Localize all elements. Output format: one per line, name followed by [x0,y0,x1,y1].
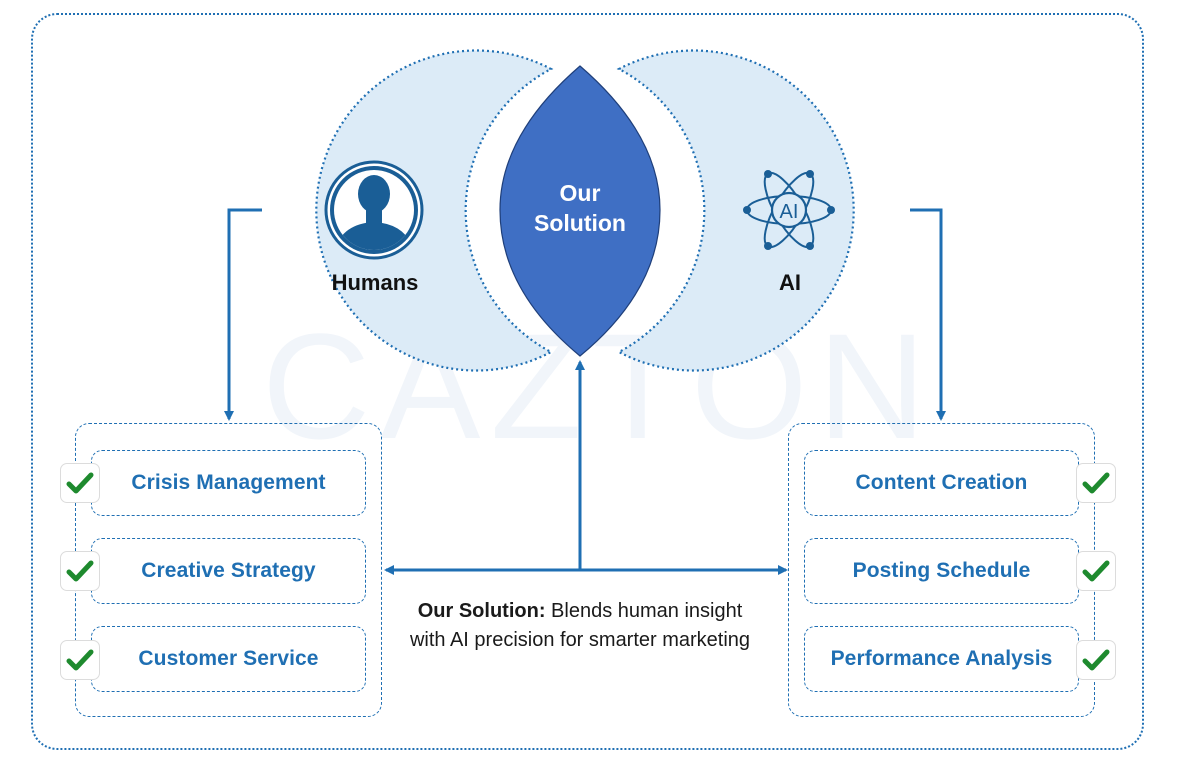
solution-title: Our Solution [510,178,650,238]
humans-connector [224,208,262,421]
ai-label: AI [779,270,801,295]
check-icon [1076,640,1116,680]
task-posting-schedule: Posting Schedule [804,538,1079,604]
ai-atom-icon [743,170,835,250]
check-icon [1076,463,1116,503]
caption-text: Blends human insight with AI precision f… [409,600,751,651]
check-icon [60,463,100,503]
humans-label: Humans [331,270,419,295]
solution-title-line1: Our [559,180,601,206]
ai-connector [910,208,946,421]
person-icon [324,160,424,260]
task-crisis-management: Crisis Management [91,450,366,516]
task-label: Crisis Management [131,471,326,494]
solution-lens [499,65,661,357]
task-label: Posting Schedule [852,559,1031,582]
ai-circle [616,49,855,372]
task-performance-analysis: Performance Analysis [804,626,1079,692]
solution-title-line2: Solution [534,210,626,236]
solution-caption: Our Solution: Blends human insight with … [405,597,755,655]
task-content-creation: Content Creation [804,450,1079,516]
task-customer-service: Customer Service [91,626,366,692]
task-creative-strategy: Creative Strategy [91,538,366,604]
check-icon [60,551,100,591]
task-label: Content Creation [855,471,1028,494]
check-icon [60,640,100,680]
task-label: Creative Strategy [141,559,316,582]
ai-icon-text: AI [780,201,799,223]
task-label: Customer Service [138,647,319,670]
humans-circle [315,49,554,372]
diagram-frame [31,13,1144,750]
check-icon [1076,551,1116,591]
caption-bold: Our Solution: [417,600,546,622]
task-label: Performance Analysis [830,647,1053,670]
